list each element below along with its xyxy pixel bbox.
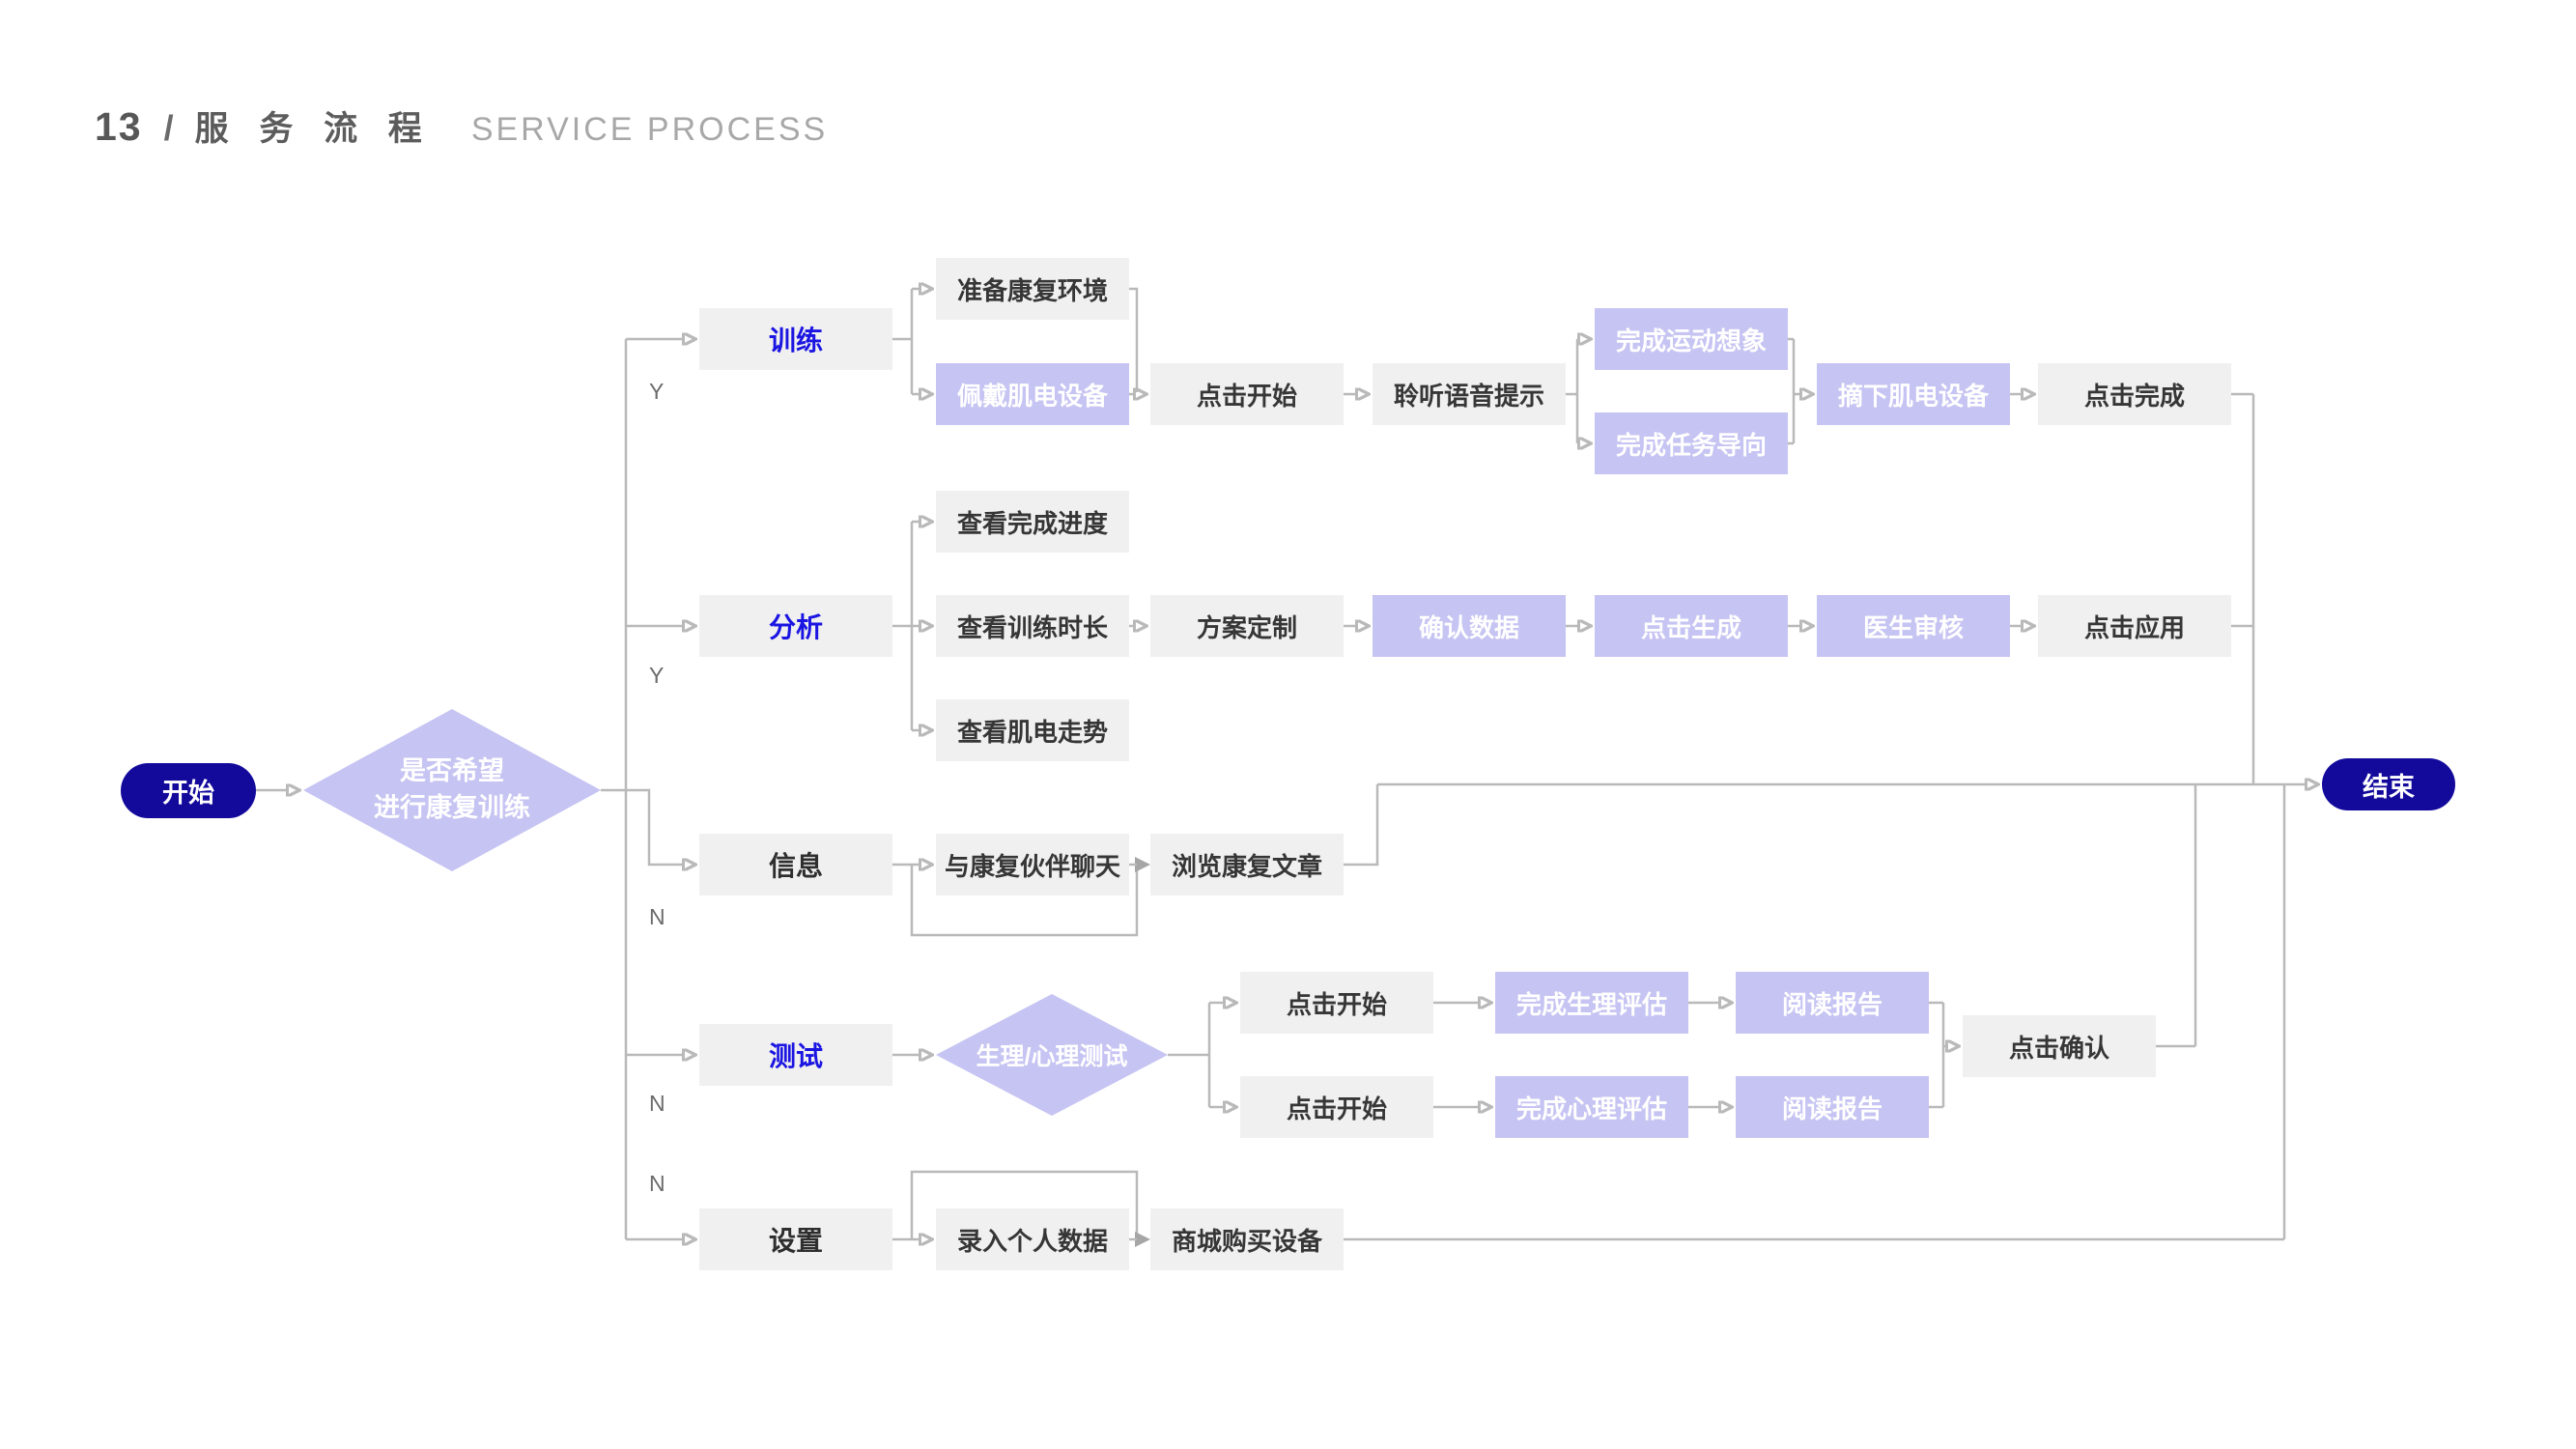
node-click-generate: 点击生成 bbox=[1595, 595, 1788, 657]
node-info: 信息 bbox=[699, 834, 892, 895]
header-separator: / bbox=[163, 108, 174, 148]
node-click-start-physio: 点击开始 bbox=[1240, 972, 1433, 1034]
decision-line2: 进行康复训练 bbox=[374, 793, 530, 822]
branch-label-train: Y bbox=[649, 379, 665, 404]
node-wear-device: 佩戴肌电设备 bbox=[936, 363, 1129, 425]
node-browse-articles: 浏览康复文章 bbox=[1150, 834, 1344, 895]
decision-line1: 是否希望 bbox=[400, 756, 504, 786]
node-view-emg-trend: 查看肌电走势 bbox=[936, 699, 1129, 761]
node-view-progress: 查看完成进度 bbox=[936, 491, 1129, 553]
node-doctor-review: 医生审核 bbox=[1817, 595, 2010, 657]
end-node: 结束 bbox=[2322, 758, 2455, 810]
node-settings: 设置 bbox=[699, 1208, 892, 1270]
page-number: 13 bbox=[95, 104, 143, 149]
node-remove-device: 摘下肌电设备 bbox=[1817, 363, 2010, 425]
page-header: 13 / 服 务 流 程 SERVICE PROCESS bbox=[95, 101, 828, 151]
node-analyze: 分析 bbox=[699, 595, 892, 657]
node-chat-partner: 与康复伙伴聊天 bbox=[936, 834, 1129, 895]
arrowhead bbox=[1135, 857, 1150, 872]
page-title-zh: 服 务 流 程 bbox=[194, 110, 433, 148]
node-confirm-data: 确认数据 bbox=[1373, 595, 1566, 657]
node-listen-voice: 聆听语音提示 bbox=[1373, 363, 1566, 425]
node-plan-customize: 方案定制 bbox=[1150, 595, 1344, 657]
node-click-start-psych: 点击开始 bbox=[1240, 1076, 1433, 1138]
node-test: 测试 bbox=[699, 1024, 892, 1086]
arrowhead bbox=[1135, 1232, 1150, 1247]
node-psych-eval: 完成心理评估 bbox=[1495, 1076, 1688, 1138]
node-click-finish: 点击完成 bbox=[2038, 363, 2231, 425]
node-click-confirm: 点击确认 bbox=[1963, 1015, 2156, 1077]
decision-rehab-text: 是否希望 进行康复训练 bbox=[374, 753, 530, 827]
branch-label-info: N bbox=[649, 904, 665, 929]
node-click-start-train: 点击开始 bbox=[1150, 363, 1344, 425]
node-prepare-env: 准备康复环境 bbox=[936, 258, 1129, 320]
start-node: 开始 bbox=[121, 763, 256, 818]
node-click-apply: 点击应用 bbox=[2038, 595, 2231, 657]
node-enter-personal-data: 录入个人数据 bbox=[936, 1208, 1129, 1270]
branch-label-test: N bbox=[649, 1091, 665, 1116]
node-read-report-psych: 阅读报告 bbox=[1736, 1076, 1929, 1138]
node-physio-eval: 完成生理评估 bbox=[1495, 972, 1688, 1034]
node-train: 训练 bbox=[699, 308, 892, 370]
branch-label-analyze: Y bbox=[649, 663, 665, 688]
node-view-duration: 查看训练时长 bbox=[936, 595, 1129, 657]
page-title-en: SERVICE PROCESS bbox=[470, 111, 829, 148]
node-read-report-physio: 阅读报告 bbox=[1736, 972, 1929, 1034]
node-task-oriented: 完成任务导向 bbox=[1595, 412, 1788, 474]
decision-test-text: 生理/心理测试 bbox=[976, 1043, 1128, 1070]
node-mall-buy-device: 商城购买设备 bbox=[1150, 1208, 1344, 1270]
node-motor-imagery: 完成运动想象 bbox=[1595, 308, 1788, 370]
branch-label-settings: N bbox=[649, 1171, 665, 1196]
